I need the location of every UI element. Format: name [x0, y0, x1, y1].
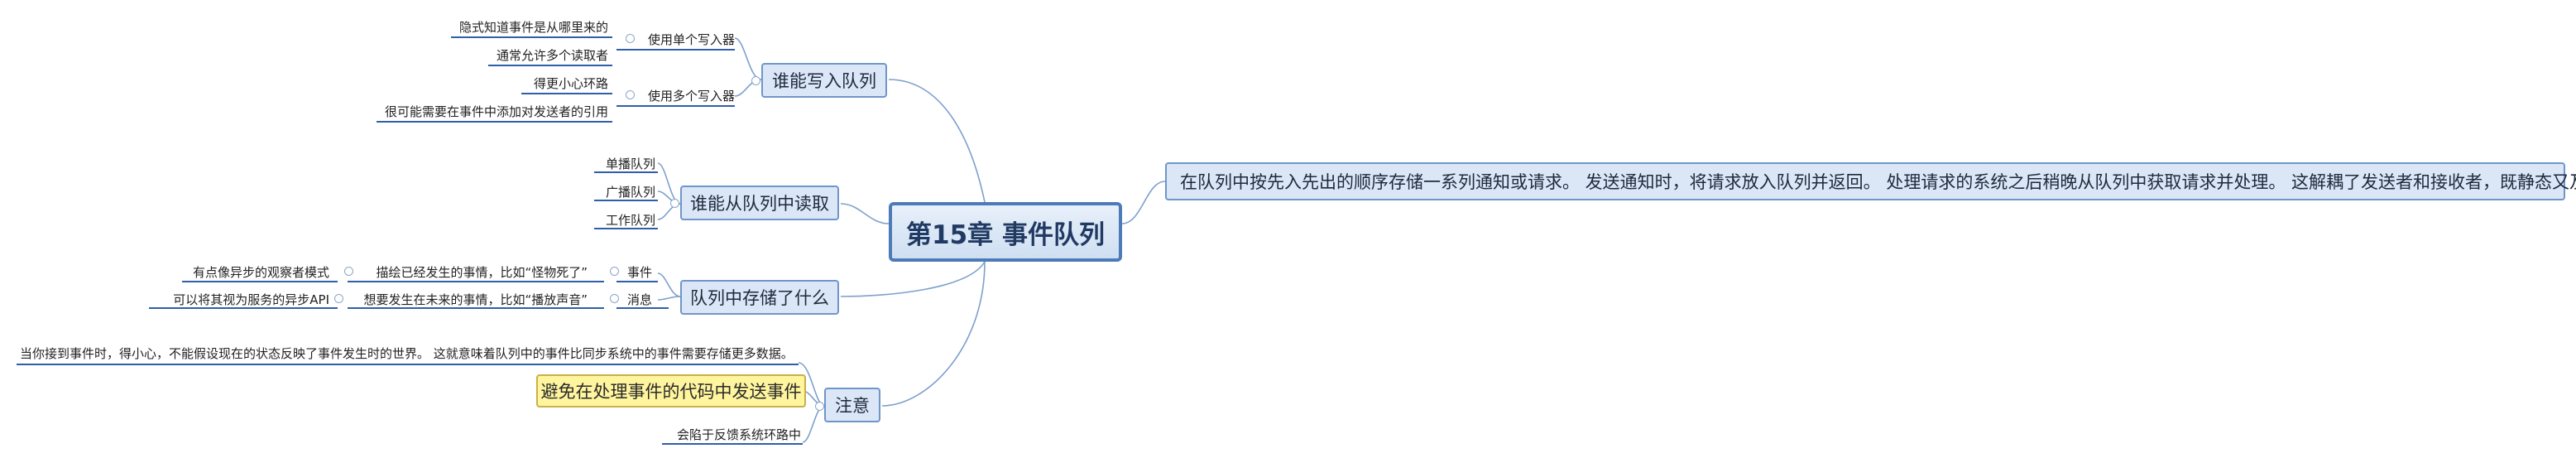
- collapse-toggle-icon[interactable]: [670, 199, 679, 208]
- collapse-toggle-icon[interactable]: [815, 402, 824, 411]
- root-node[interactable]: 第15章 事件队列: [889, 202, 1122, 262]
- event-note[interactable]: 有点像异步的观察者模式: [192, 265, 329, 280]
- edge-what-stored-message: [657, 296, 681, 301]
- branch-what-stored[interactable]: 队列中存储了什么: [680, 280, 839, 315]
- edge-who-writes-single: [734, 37, 762, 80]
- branch-who-writes[interactable]: 谁能写入队列: [761, 63, 887, 98]
- note-multi-1[interactable]: 得更小心环路: [533, 76, 608, 91]
- edge-what-stored-event: [657, 272, 681, 297]
- edge-root-notice: [881, 261, 986, 407]
- read-item-unicast[interactable]: 单播队列: [605, 157, 655, 171]
- branch-notice[interactable]: 注意: [824, 388, 880, 422]
- stored-message[interactable]: 消息: [627, 292, 653, 307]
- summary-topic[interactable]: 在队列中按先入先出的顺序存储一系列通知或请求。 发送通知时，将请求放入队列并返回…: [1165, 162, 2576, 200]
- message-note[interactable]: 可以将其视为服务的异步API: [173, 292, 329, 307]
- collapse-toggle-icon[interactable]: [344, 267, 353, 276]
- edge-root-who-writes: [888, 79, 986, 203]
- collapse-toggle-icon[interactable]: [610, 267, 619, 276]
- collapse-toggle-icon[interactable]: [610, 294, 619, 303]
- collapse-toggle-icon[interactable]: [626, 90, 635, 99]
- read-item-broadcast[interactable]: 广播队列: [605, 185, 655, 200]
- notice-callout[interactable]: 避免在处理事件的代码中发送事件: [536, 374, 806, 407]
- event-description[interactable]: 描绘已经发生的事情，比如“怪物死了”: [376, 265, 588, 280]
- edge-root-what-stored: [840, 261, 986, 297]
- notice-top-note[interactable]: 当你接到事件时，得小心，不能假设现在的状态反映了事件发生时的世界。 这就意味着队…: [20, 346, 794, 361]
- collapse-toggle-icon[interactable]: [334, 294, 343, 303]
- edge-root-topic: [1121, 181, 1166, 224]
- note-single-2[interactable]: 通常允许多个读取者: [496, 48, 608, 63]
- read-item-work[interactable]: 工作队列: [605, 213, 655, 228]
- edge-notice-bottom: [802, 405, 825, 443]
- edge-root-who-reads: [840, 203, 890, 224]
- branch-who-reads[interactable]: 谁能从队列中读取: [680, 186, 839, 220]
- note-single-1[interactable]: 隐式知道事件是从哪里来的: [458, 20, 608, 35]
- message-description[interactable]: 想要发生在未来的事情，比如“播放声音”: [363, 292, 588, 307]
- collapse-toggle-icon[interactable]: [626, 34, 635, 43]
- note-multi-2[interactable]: 很可能需要在事件中添加对发送者的引用: [384, 104, 608, 119]
- collapse-toggle-icon[interactable]: [751, 76, 760, 85]
- notice-bottom-note[interactable]: 会陷于反馈系统环路中: [676, 427, 801, 442]
- branch-single-writer[interactable]: 使用单个写入器: [647, 32, 735, 47]
- stored-event[interactable]: 事件: [627, 265, 653, 280]
- branch-multi-writer[interactable]: 使用多个写入器: [647, 89, 735, 104]
